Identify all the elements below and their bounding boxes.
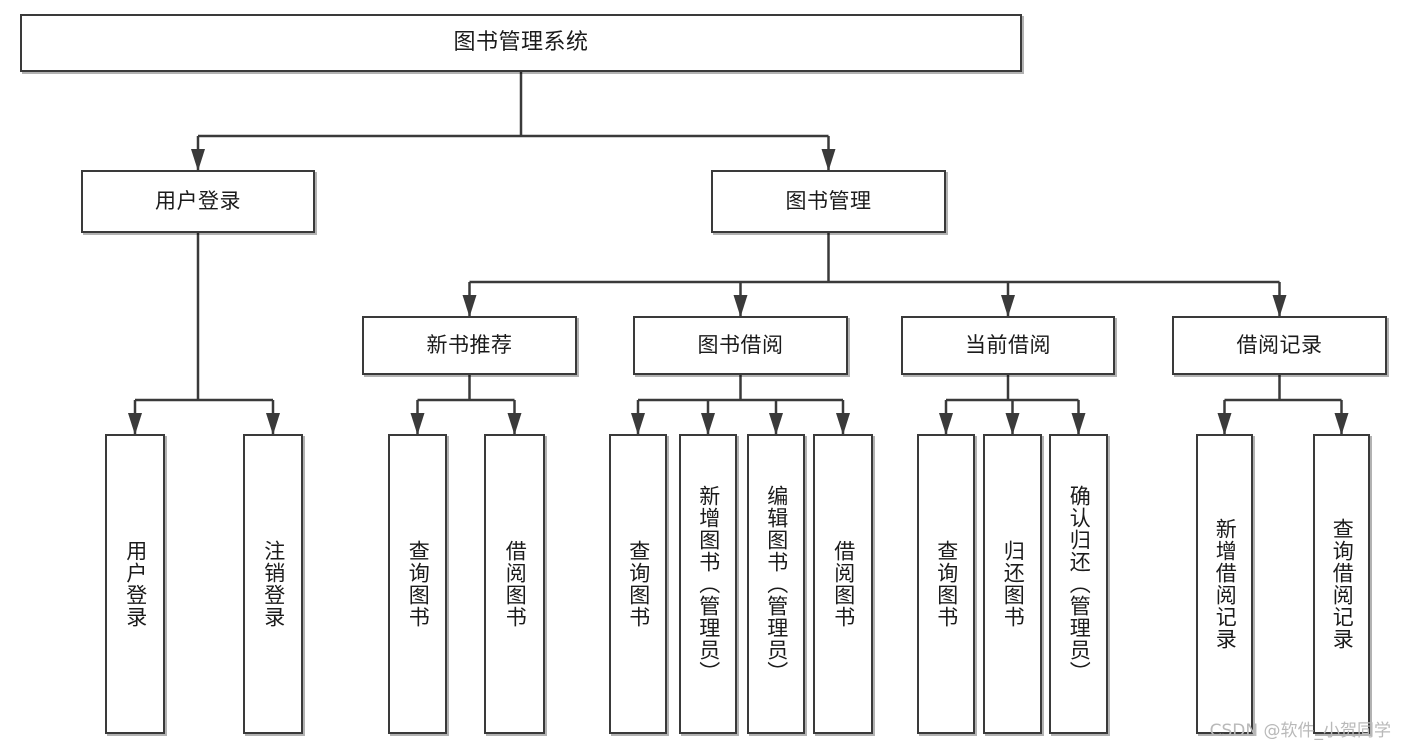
node-leaf-return-book[interactable]: 归还图书 xyxy=(983,434,1042,734)
node-label: 当前借阅 xyxy=(965,333,1051,358)
node-new-book-rec[interactable]: 新书推荐 xyxy=(362,316,577,375)
node-leaf-edit-book[interactable]: 编辑图书（管理员） xyxy=(747,434,805,734)
node-label: 新增图书（管理员） xyxy=(696,485,721,683)
node-borrow-record[interactable]: 借阅记录 xyxy=(1172,316,1387,375)
node-label: 查询图书 xyxy=(934,540,959,628)
node-label: 查询借阅记录 xyxy=(1330,518,1355,650)
node-leaf-query-book-2[interactable]: 查询图书 xyxy=(609,434,667,734)
arrowhead-icon xyxy=(1272,295,1287,317)
node-label: 归还图书 xyxy=(1001,540,1026,628)
node-label: 注销登录 xyxy=(261,540,286,628)
node-leaf-add-record[interactable]: 新增借阅记录 xyxy=(1196,434,1253,734)
node-root[interactable]: 图书管理系统 xyxy=(20,14,1022,72)
arrowhead-icon xyxy=(462,295,477,317)
node-user-login[interactable]: 用户登录 xyxy=(81,170,315,233)
arrowhead-icon xyxy=(410,413,425,435)
node-label: 编辑图书（管理员） xyxy=(764,485,789,683)
node-leaf-user-login[interactable]: 用户登录 xyxy=(105,434,165,734)
arrowhead-icon xyxy=(128,413,142,435)
arrowhead-icon xyxy=(939,413,953,435)
arrowhead-icon xyxy=(1334,413,1349,435)
node-leaf-query-book-1[interactable]: 查询图书 xyxy=(388,434,447,734)
arrowhead-icon xyxy=(191,149,205,171)
arrowhead-icon xyxy=(507,413,522,435)
node-label: 借阅图书 xyxy=(831,540,856,628)
node-label: 借阅记录 xyxy=(1236,333,1323,358)
arrowhead-icon xyxy=(631,413,645,435)
node-leaf-query-book-3[interactable]: 查询图书 xyxy=(917,434,975,734)
watermark: CSDN @软件_小贺同学 xyxy=(1209,721,1391,741)
arrowhead-icon xyxy=(836,413,850,435)
arrowhead-icon xyxy=(701,413,715,435)
arrowhead-icon xyxy=(1071,413,1086,435)
node-label: 图书管理 xyxy=(785,189,872,214)
arrowhead-icon xyxy=(266,413,280,435)
node-current-borrow[interactable]: 当前借阅 xyxy=(901,316,1115,375)
node-label: 新增借阅记录 xyxy=(1213,518,1238,650)
arrowhead-icon xyxy=(1217,413,1232,435)
node-leaf-query-record[interactable]: 查询借阅记录 xyxy=(1313,434,1370,734)
node-label: 图书借阅 xyxy=(697,333,784,358)
arrowhead-icon xyxy=(821,149,836,171)
node-label: 确认归还（管理员） xyxy=(1067,485,1092,683)
arrowhead-icon xyxy=(769,413,783,435)
node-leaf-user-logout[interactable]: 注销登录 xyxy=(243,434,303,734)
arrowhead-icon xyxy=(1001,295,1015,317)
arrowhead-icon xyxy=(733,295,748,317)
node-label: 新书推荐 xyxy=(426,333,513,358)
arrowhead-icon xyxy=(1005,413,1020,435)
node-book-manage[interactable]: 图书管理 xyxy=(711,170,946,233)
node-label: 查询图书 xyxy=(406,540,431,628)
node-label: 图书管理系统 xyxy=(453,30,589,56)
node-leaf-add-book[interactable]: 新增图书（管理员） xyxy=(679,434,737,734)
node-label: 借阅图书 xyxy=(503,540,528,628)
node-label: 查询图书 xyxy=(626,540,651,628)
node-leaf-borrow-book-1[interactable]: 借阅图书 xyxy=(484,434,545,734)
node-leaf-borrow-book-2[interactable]: 借阅图书 xyxy=(813,434,873,734)
node-leaf-confirm-return[interactable]: 确认归还（管理员） xyxy=(1049,434,1108,734)
node-label: 用户登录 xyxy=(155,189,241,214)
node-book-borrow[interactable]: 图书借阅 xyxy=(633,316,848,375)
node-label: 用户登录 xyxy=(123,540,148,628)
